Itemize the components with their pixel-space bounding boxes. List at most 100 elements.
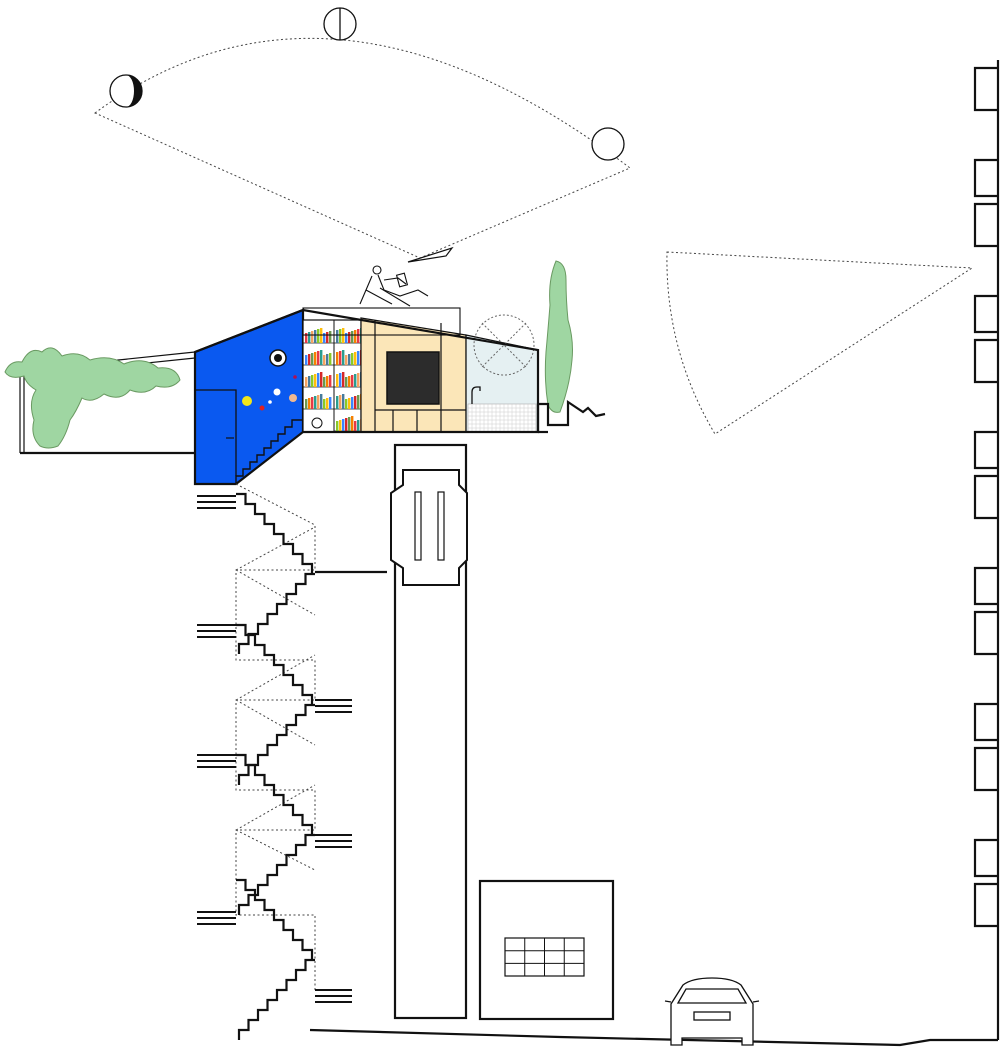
roof-terrace-parapet: [302, 307, 461, 336]
book: [348, 398, 351, 409]
book: [342, 394, 345, 409]
elevator-cabin: [390, 469, 468, 586]
sun-path-diagram: [94, 7, 631, 263]
stair-tower: [197, 483, 387, 1040]
book: [317, 395, 320, 409]
book: [348, 376, 351, 387]
street-entrance: [478, 879, 615, 1021]
book: [357, 395, 360, 409]
view-cone: [666, 251, 974, 435]
book: [342, 372, 345, 387]
sun-icon-zenith: [323, 7, 357, 41]
book: [326, 398, 329, 409]
apartment-window: [973, 158, 998, 198]
elevator-door-panel: [437, 491, 445, 561]
glass-room: [465, 314, 539, 433]
stair-flight: [236, 623, 314, 705]
apartment-window: [973, 702, 998, 742]
bookshelf: [302, 319, 365, 433]
book: [351, 397, 354, 409]
book: [357, 420, 360, 431]
book: [314, 330, 317, 343]
wall-dot: [273, 388, 281, 396]
car-icon: [664, 977, 760, 1046]
apartment-window: [973, 746, 998, 792]
wall-dot: [268, 400, 272, 404]
door-outline: [195, 389, 237, 476]
book: [336, 421, 339, 431]
book: [323, 399, 326, 409]
book: [320, 394, 323, 409]
book: [329, 375, 332, 387]
book: [323, 377, 326, 387]
book: [342, 350, 345, 365]
book: [305, 399, 308, 409]
book: [326, 332, 329, 343]
book: [311, 375, 314, 387]
book: [339, 329, 342, 343]
book: [329, 353, 332, 365]
apartment-window: [973, 294, 998, 334]
book: [351, 375, 354, 387]
wall-dot: [289, 394, 297, 402]
apartment-block: [973, 60, 1000, 1040]
roof-outline: [194, 308, 540, 434]
stair-flight: [236, 492, 314, 574]
apartment-window: [973, 202, 998, 248]
apartment-window: [973, 566, 998, 606]
sun-icon-west: [591, 127, 625, 161]
book: [354, 421, 357, 431]
armchair-icon: [311, 417, 323, 429]
book: [329, 397, 332, 409]
book: [339, 395, 342, 409]
apartment-window: [973, 882, 998, 928]
apartment-window: [973, 338, 998, 384]
apartment-window: [973, 474, 998, 520]
book: [348, 354, 351, 365]
wall-dot: [242, 396, 252, 406]
book: [348, 417, 351, 431]
sun-ray-arrow: [407, 246, 454, 263]
book: [308, 332, 311, 343]
book: [314, 396, 317, 409]
kerb-wall: [536, 399, 606, 432]
book: [348, 332, 351, 343]
pool-grid: [467, 403, 537, 433]
book: [308, 376, 311, 387]
elevator-shaft: [390, 443, 468, 1020]
apartment-window: [973, 430, 998, 470]
book: [305, 377, 308, 387]
book: [354, 374, 357, 387]
book: [345, 399, 348, 409]
book: [317, 351, 320, 365]
shower-icon: [471, 386, 481, 404]
book: [326, 354, 329, 365]
book: [336, 396, 339, 409]
apartment-window: [973, 66, 998, 112]
book: [308, 354, 311, 365]
book: [345, 333, 348, 343]
book: [326, 376, 329, 387]
book: [357, 351, 360, 365]
book: [351, 416, 354, 431]
wall-dot: [293, 375, 297, 379]
book: [320, 350, 323, 365]
book: [314, 352, 317, 365]
book: [357, 329, 360, 343]
stair-flight: [237, 958, 315, 1040]
apartment-window: [973, 838, 998, 878]
stair-flight: [236, 878, 314, 960]
book: [342, 419, 345, 431]
ground-line: [309, 1028, 998, 1047]
book: [339, 351, 342, 365]
apartment-window: [973, 610, 998, 656]
elevator-door-panel: [414, 491, 422, 561]
book: [305, 355, 308, 365]
book: [354, 352, 357, 365]
book: [351, 353, 354, 365]
book: [339, 373, 342, 387]
book: [317, 329, 320, 343]
stair-flight: [237, 833, 315, 915]
person-on-deckchair-icon: [359, 265, 429, 307]
timber-volume: [360, 317, 467, 433]
